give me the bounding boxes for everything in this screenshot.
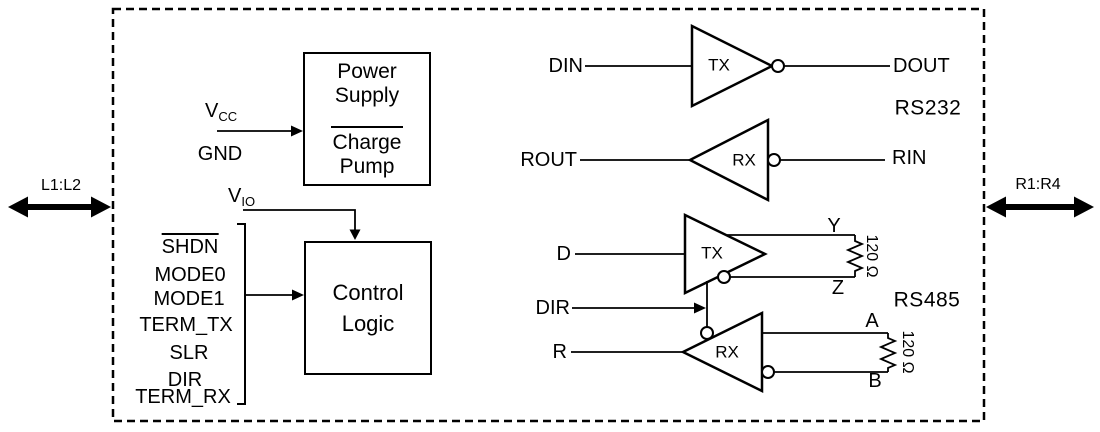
gnd-pin-label: GND — [197, 143, 243, 165]
power-supply-box: Power Supply Charge Pump — [303, 52, 431, 186]
rs485-rx-gate-label: RX — [715, 342, 739, 362]
termination-value-bottom: 120 Ω — [899, 330, 916, 374]
rs232-section-label: RS232 — [894, 96, 962, 120]
right-bidirectional-arrow-icon — [986, 196, 1094, 218]
rs485-rx-receiver — [571, 310, 898, 394]
control-logic-box: Control Logic — [304, 241, 432, 375]
power-supply-line2: Supply — [334, 83, 400, 107]
rs232-rx-gate-label: RX — [732, 150, 756, 170]
rx-receiver-triangle — [680, 310, 764, 394]
rs232-tx-driver — [585, 23, 890, 109]
b-pin-label: B — [868, 370, 882, 392]
rs485-section-label: RS485 — [893, 288, 961, 312]
y-pin-label: Y — [827, 215, 841, 237]
d-pin-label: D — [556, 243, 571, 265]
pin-mode1: MODE1 — [153, 288, 225, 310]
rs232-rx-receiver — [580, 117, 885, 203]
control-logic-line1: Control — [332, 280, 404, 305]
vio-base: V — [228, 185, 242, 207]
vcc-subscript: CC — [218, 109, 238, 124]
control-pin-bracket — [237, 223, 304, 405]
z-pin-label: Z — [831, 277, 845, 299]
termination-resistor — [845, 235, 865, 277]
pin-mode0: MODE0 — [154, 264, 226, 286]
dout-pin-label: DOUT — [893, 55, 950, 77]
din-pin-label: DIN — [548, 55, 583, 77]
rs232-tx-gate-label: TX — [708, 55, 730, 75]
inversion-bubble — [761, 365, 775, 379]
inversion-bubble — [717, 270, 731, 284]
termination-resistor — [878, 333, 898, 372]
left-bidirectional-arrow-icon — [8, 196, 111, 218]
vio-wire — [243, 209, 361, 240]
vcc-pin-label: VCC — [205, 101, 237, 123]
pin-shdn: SHDN — [161, 233, 219, 257]
rs485-tx-driver — [575, 213, 865, 295]
r-pin-label: R — [552, 341, 567, 363]
inversion-bubble — [771, 59, 785, 73]
power-supply-line1: Power — [337, 59, 397, 83]
charge-pump-line2: Pump — [339, 154, 395, 178]
chip-boundary — [111, 7, 986, 423]
charge-pump-line1: Charge — [332, 130, 402, 154]
vio-subscript: IO — [241, 194, 256, 209]
pin-term-rx: TERM_RX — [135, 386, 231, 408]
pin-term-tx: TERM_TX — [139, 314, 233, 336]
a-pin-label: A — [865, 310, 879, 332]
right-port-label: R1:R4 — [1015, 176, 1061, 193]
rout-pin-label: ROUT — [520, 149, 577, 171]
rin-pin-label: RIN — [892, 147, 927, 169]
control-logic-line2: Logic — [341, 311, 395, 336]
dir-enable-wire — [572, 281, 714, 340]
pin-dir: DIR — [167, 369, 203, 391]
dir-pin-label: DIR — [535, 297, 570, 319]
left-port-label: L1:L2 — [40, 177, 82, 194]
inversion-bubble — [767, 153, 781, 167]
rx-buffer-triangle — [687, 117, 770, 203]
tx-buffer-triangle — [690, 23, 775, 109]
pin-slr: SLR — [169, 342, 209, 364]
vio-pin-label: VIO — [228, 186, 255, 208]
box-divider — [331, 125, 403, 128]
termination-value-top: 120 Ω — [863, 234, 880, 278]
vcc-wire — [217, 125, 303, 137]
rs485-tx-gate-label: TX — [701, 243, 723, 263]
vcc-base: V — [205, 100, 219, 122]
